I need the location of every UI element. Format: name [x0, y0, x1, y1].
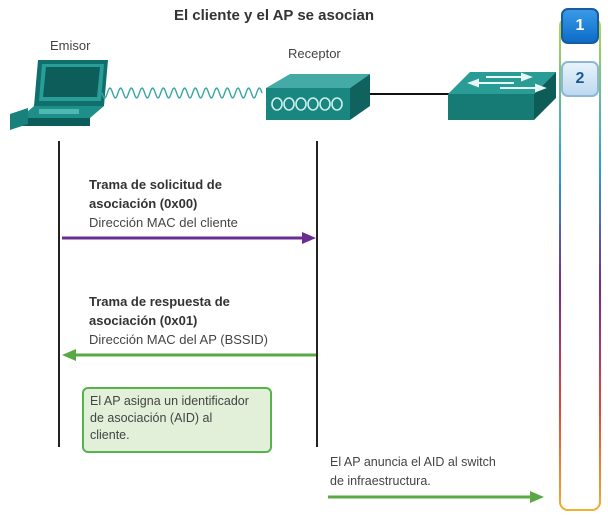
nav-step-1-button[interactable]: 1	[561, 8, 599, 44]
nav-step-2-button[interactable]: 2	[561, 61, 599, 97]
wireless-wave-icon	[101, 87, 263, 99]
laptop-icon	[10, 60, 108, 130]
association-request-subtitle: Dirección MAC del cliente	[89, 215, 238, 230]
step-navigation: 1 2	[558, 8, 606, 513]
response-arrow	[62, 349, 316, 361]
switch-icon	[448, 72, 556, 120]
association-response-title: Trama de respuesta de asociación (0x01)	[89, 294, 230, 328]
aid-announce-note: El AP anuncia el AID al switch de infrae…	[330, 455, 496, 488]
sender-label: Emisor	[50, 38, 91, 53]
aid-assignment-text: El AP asigna un identificador de asociac…	[90, 394, 249, 442]
receiver-timeline	[316, 141, 318, 447]
announce-arrow	[328, 491, 544, 503]
diagram-title: El cliente y el AP se asocian	[173, 7, 375, 24]
aid-assignment-note: El AP asigna un identificador de asociac…	[82, 387, 272, 453]
association-response-subtitle: Dirección MAC del AP (BSSID)	[89, 332, 268, 347]
request-arrow	[62, 232, 316, 244]
receiver-label: Receptor	[288, 46, 341, 61]
association-request-title: Trama de solicitud de asociación (0x00)	[89, 177, 222, 211]
sender-timeline	[58, 141, 60, 447]
access-point-icon	[266, 74, 370, 120]
ethernet-cable	[370, 93, 454, 95]
